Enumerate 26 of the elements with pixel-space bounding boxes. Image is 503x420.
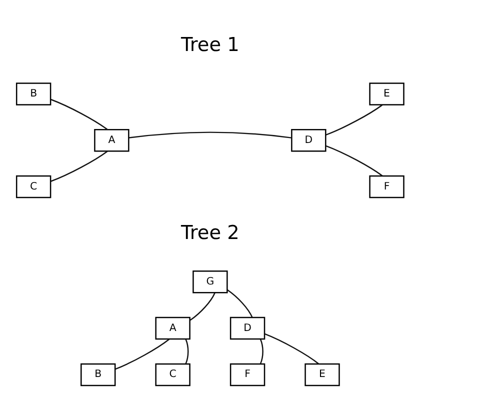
label: Tree 1 xyxy=(180,33,240,56)
connector xyxy=(50,150,108,182)
node-box: E xyxy=(369,82,404,106)
node-box: C xyxy=(16,175,52,198)
connector xyxy=(226,289,253,318)
node-box: B xyxy=(16,82,52,106)
node-box: G xyxy=(192,270,228,294)
connector xyxy=(114,338,170,370)
node-box: A xyxy=(94,129,130,152)
connector xyxy=(326,104,383,136)
connector xyxy=(264,333,320,364)
label: Tree 2 xyxy=(180,220,240,244)
connector xyxy=(190,292,216,321)
connector xyxy=(128,132,292,138)
node-box: E xyxy=(304,363,340,386)
connector xyxy=(50,98,108,130)
connector xyxy=(185,339,189,364)
node-box: C xyxy=(155,363,190,386)
connector xyxy=(260,339,264,364)
node-box: A xyxy=(155,316,190,340)
connector xyxy=(326,145,383,177)
node-box: B xyxy=(80,363,116,386)
node-box: D xyxy=(291,129,326,152)
node-box: F xyxy=(369,175,404,198)
node-box: F xyxy=(230,363,266,386)
node-box: D xyxy=(230,316,266,340)
